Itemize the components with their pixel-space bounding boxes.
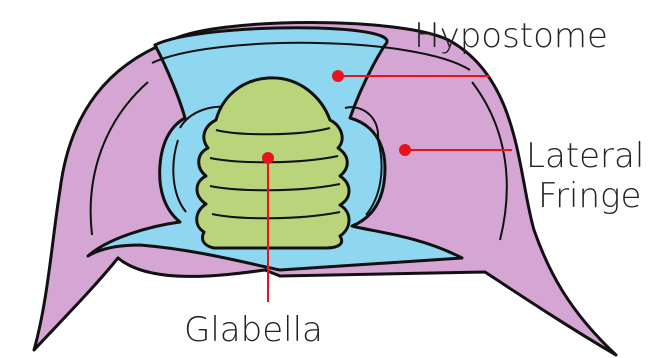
- glabella-label: Glabella: [184, 310, 323, 350]
- glabella-marker-dot: [262, 152, 274, 164]
- lateral-fringe-label-line1: Lateral: [526, 136, 658, 176]
- lateral-fringe-label: Lateral Fringe: [526, 136, 658, 216]
- hypostome-marker-dot: [332, 70, 344, 82]
- hypostome-label: Hypostome: [414, 16, 608, 56]
- lateral-fringe-label-line2: Fringe: [526, 176, 658, 216]
- lateral-fringe-marker-dot: [399, 144, 411, 156]
